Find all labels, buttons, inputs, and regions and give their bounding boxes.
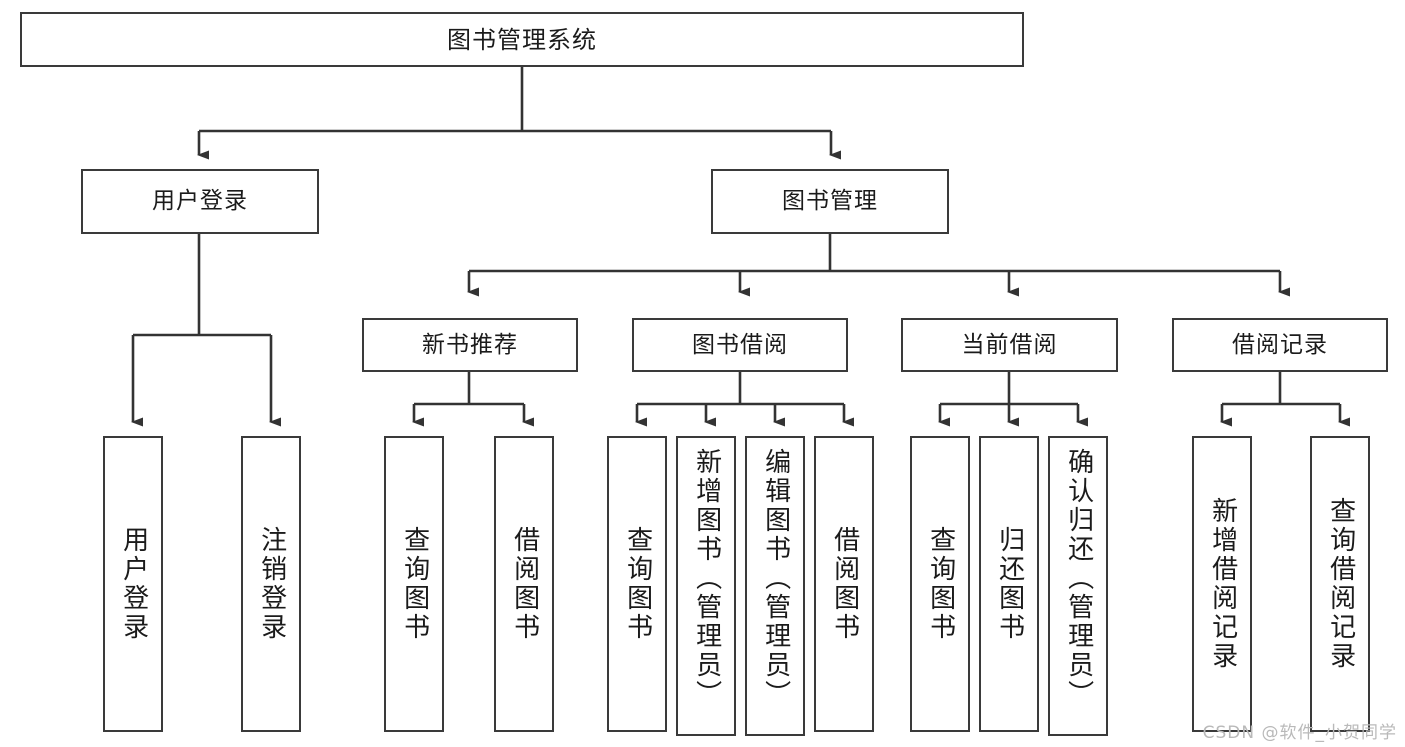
node-leaf-confirm-return[interactable]: 确认归还（管理员） [1048, 436, 1108, 736]
node-leaf-query-record[interactable]: 查询借阅记录 [1310, 436, 1370, 732]
node-label: 新增借阅记录 [1207, 497, 1238, 671]
node-label: 当前借阅 [961, 331, 1058, 358]
node-label: 用户登录 [118, 526, 149, 642]
node-leaf-user-logout[interactable]: 注销登录 [241, 436, 301, 732]
node-label: 查询图书 [925, 526, 956, 642]
node-label: 新书推荐 [422, 331, 518, 358]
csdn-watermark: CSDN @软件_小贺同学 [1202, 723, 1397, 743]
node-label: 用户登录 [152, 188, 248, 214]
node-new-book-recommend[interactable]: 新书推荐 [362, 318, 578, 372]
node-leaf-return-book[interactable]: 归还图书 [979, 436, 1039, 732]
node-leaf-borrow-book-2[interactable]: 借阅图书 [814, 436, 874, 732]
node-leaf-query-book-3[interactable]: 查询图书 [910, 436, 970, 732]
node-leaf-query-book-1[interactable]: 查询图书 [384, 436, 444, 732]
node-leaf-query-book-2[interactable]: 查询图书 [607, 436, 667, 732]
node-label: 查询图书 [399, 526, 430, 642]
node-label: 注销登录 [256, 526, 287, 642]
node-label: 编辑图书（管理员） [760, 448, 791, 709]
node-leaf-add-record[interactable]: 新增借阅记录 [1192, 436, 1252, 732]
node-root-book-management-system[interactable]: 图书管理系统 [20, 12, 1024, 67]
node-leaf-add-book[interactable]: 新增图书（管理员） [676, 436, 736, 736]
node-book-manage[interactable]: 图书管理 [711, 169, 949, 234]
node-current-borrow[interactable]: 当前借阅 [901, 318, 1118, 372]
node-label: 新增图书（管理员） [691, 448, 722, 709]
node-leaf-borrow-book-1[interactable]: 借阅图书 [494, 436, 554, 732]
node-user-login[interactable]: 用户登录 [81, 169, 319, 234]
node-label: 图书管理 [782, 188, 878, 214]
node-label: 图书管理系统 [447, 25, 597, 54]
node-label: 查询图书 [622, 526, 653, 642]
node-label: 确认归还（管理员） [1063, 448, 1094, 709]
node-borrow-record[interactable]: 借阅记录 [1172, 318, 1388, 372]
node-leaf-edit-book[interactable]: 编辑图书（管理员） [745, 436, 805, 736]
node-label: 借阅图书 [509, 526, 540, 642]
node-book-borrow[interactable]: 图书借阅 [632, 318, 848, 372]
node-label: 图书借阅 [692, 331, 788, 358]
node-label: 借阅记录 [1232, 331, 1328, 358]
node-leaf-user-login[interactable]: 用户登录 [103, 436, 163, 732]
node-label: 归还图书 [994, 526, 1025, 642]
node-label: 借阅图书 [829, 526, 860, 642]
node-label: 查询借阅记录 [1325, 497, 1356, 671]
